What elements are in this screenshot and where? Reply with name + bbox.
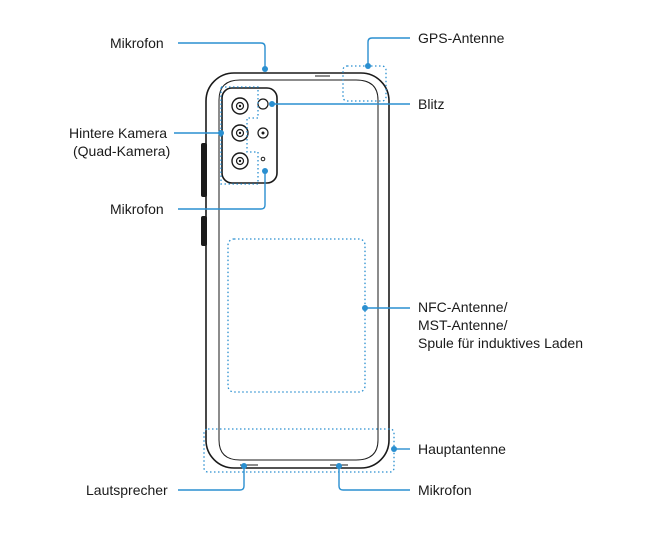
dot-mic-top xyxy=(262,66,268,72)
leader-mic-bottom xyxy=(338,468,410,491)
camera-module-frame xyxy=(221,87,278,184)
dot-gps xyxy=(365,63,371,69)
dot-nfc xyxy=(362,305,368,311)
camera-lens-2 xyxy=(231,124,249,142)
quad-camera-highlight xyxy=(220,86,259,185)
label-speaker: Lautsprecher xyxy=(86,482,168,498)
label-gps-antenna: GPS-Antenne xyxy=(418,30,505,46)
leader-speaker xyxy=(178,468,245,491)
depth-sensor xyxy=(257,127,269,139)
nfc-coil-area xyxy=(227,238,366,393)
label-nfc-2: MST-Antenne/ xyxy=(418,317,508,333)
dot-rear-camera xyxy=(218,130,224,136)
main-antenna-area xyxy=(203,428,395,473)
label-mic-bottom: Mikrofon xyxy=(418,482,472,498)
camera-module xyxy=(221,87,278,184)
label-rear-camera-2: (Quad-Kamera) xyxy=(73,143,171,159)
dot-mic-bottom xyxy=(336,463,342,469)
label-flash: Blitz xyxy=(418,96,445,112)
label-rear-camera-1: Hintere Kamera xyxy=(69,125,168,141)
leader-mic-camera xyxy=(178,172,266,210)
flash xyxy=(257,98,269,110)
dot-flash xyxy=(269,101,275,107)
camera-mic-hole xyxy=(260,156,266,162)
label-mic-camera: Mikrofon xyxy=(110,201,164,217)
label-nfc-1: NFC-Antenne/ xyxy=(418,299,508,315)
phone-body xyxy=(201,72,390,469)
camera-lens-1 xyxy=(231,97,249,115)
leader-gps xyxy=(367,37,410,66)
dot-speaker xyxy=(241,463,247,469)
label-mic-top: Mikrofon xyxy=(110,35,164,51)
phone-back-edge xyxy=(218,79,379,461)
phone-frame-outer xyxy=(205,72,390,469)
dot-mic-camera xyxy=(262,168,268,174)
dot-main-antenna xyxy=(391,446,397,452)
camera-lens-3 xyxy=(231,152,249,170)
gps-antenna-area xyxy=(342,65,387,102)
leader-mic-top xyxy=(178,42,266,68)
label-main-antenna: Hauptantenne xyxy=(418,441,506,457)
label-nfc-3: Spule für induktives Laden xyxy=(418,335,583,351)
